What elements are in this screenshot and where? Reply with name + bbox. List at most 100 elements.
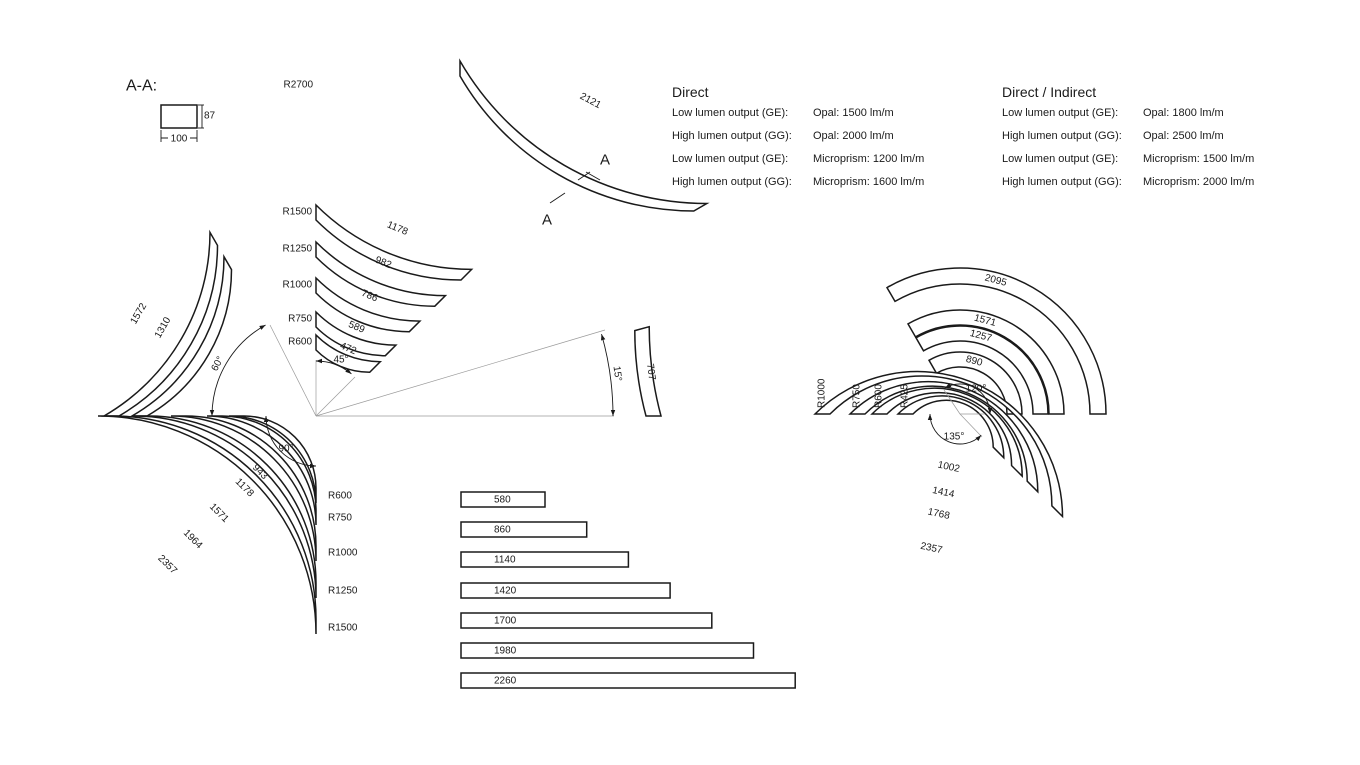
spec-label: High lumen output (GG): — [672, 176, 792, 188]
spec-value: Opal: 2000 lm/m — [813, 130, 894, 142]
straight-segment — [460, 642, 755, 659]
arc-radius-label: R425 — [900, 384, 911, 408]
arc-segment-120 — [927, 351, 1023, 415]
arc-length-label: 1571 — [207, 501, 231, 525]
spec-row: High lumen output (GG): Opal: 2500 lm/m — [1002, 125, 1254, 148]
arc-radius-label: R600 — [288, 337, 312, 348]
arc-segment-90 — [206, 415, 317, 526]
angle-label: 45° — [333, 355, 348, 366]
arc-length-label: 890 — [965, 354, 984, 369]
arc-segment-120 — [885, 267, 1107, 415]
guide-right — [943, 389, 961, 415]
arc-segment-45 — [315, 203, 474, 281]
arc-segment-135 — [848, 381, 1039, 494]
arc-segment-135 — [813, 370, 1064, 519]
angle-label: 15° — [611, 365, 624, 382]
straight-segment — [460, 521, 588, 538]
arc-length-label: 707 — [644, 363, 657, 381]
arc-radius-label: R750 — [852, 384, 863, 408]
straight-segment — [460, 582, 671, 599]
angle-dim-15-arrow — [610, 410, 616, 416]
straight-length-label: 2260 — [494, 676, 517, 687]
section-title: A-A: — [126, 78, 157, 95]
arc-length-label: 1310 — [153, 315, 174, 340]
angle-dim-135 — [929, 413, 982, 445]
arc-length-label: 1178 — [385, 220, 409, 239]
angle-dim-120-arrow — [987, 408, 993, 414]
arc-radius-label: R1000 — [817, 378, 828, 408]
arc-radius-label: R600 — [328, 491, 352, 502]
spec-value: Microprism: 1200 lm/m — [813, 153, 925, 165]
spec-row: Low lumen output (GE): Microprism: 1200 l… — [672, 148, 924, 171]
direct-indirect-title: Direct / Indirect — [1002, 84, 1097, 100]
cut-label: A — [600, 152, 610, 169]
section-height-label: 87 — [204, 111, 216, 122]
spec-value: Microprism: 1600 lm/m — [813, 176, 925, 188]
arc-segment-45 — [315, 276, 422, 333]
spec-label: High lumen output (GG): — [1002, 176, 1122, 188]
direct-indirect-spec-block: Direct / Indirect Low lumen output (GE):… — [1002, 83, 1254, 194]
arc-segment-r2700 — [459, 58, 710, 212]
spec-value: Opal: 1800 lm/m — [1143, 107, 1224, 119]
straight-segment — [460, 672, 796, 689]
spec-label: Low lumen output (GE): — [1002, 153, 1119, 165]
spec-row: Low lumen output (GE): Microprism: 1500 l… — [1002, 148, 1254, 171]
straight-segment — [460, 612, 713, 629]
guide-45deg — [315, 376, 356, 417]
straight-length-label: 1140 — [494, 555, 516, 566]
direct-spec-block: Direct Low lumen output (GE):Opal: 1500 … — [672, 83, 924, 194]
cut-line — [585, 171, 601, 181]
arc-segment-90 — [170, 415, 317, 562]
angle-label: 135° — [944, 432, 965, 443]
arc-segment-135 — [896, 395, 1005, 460]
straight-length-label: 1980 — [494, 646, 517, 657]
angle-dim-135-arrow — [927, 414, 933, 420]
arc-radius-label: R750 — [288, 314, 312, 325]
arc-radius-label: R1250 — [283, 244, 313, 255]
section-profile — [160, 104, 198, 129]
spec-label: Low lumen output (GE): — [672, 107, 789, 119]
arc-radius-label: R600 — [874, 384, 885, 408]
straight-length-label: 860 — [494, 525, 511, 536]
arc-radius-label: R1250 — [328, 586, 358, 597]
straight-length-label: 1700 — [494, 616, 517, 627]
straight-segment — [460, 491, 546, 508]
spec-label: High lumen output (GG): — [1002, 130, 1122, 142]
angle-label: 90° — [278, 444, 293, 455]
angle-dim-15 — [601, 333, 614, 417]
arc-segment-45 — [315, 310, 398, 357]
arc-segment-45 — [315, 333, 383, 374]
arc-radius-label: R1500 — [283, 207, 313, 218]
arc-segment-90 — [97, 415, 317, 635]
arc-radius-label: R750 — [328, 513, 352, 524]
angle-label: 120° — [966, 384, 987, 395]
arc-length-label: 1572 — [129, 301, 150, 326]
spec-row: Low lumen output (GE): Opal: 1800 lm/m — [1002, 102, 1254, 125]
straight-length-label: 580 — [494, 495, 511, 506]
angle-dim-60 — [211, 324, 266, 417]
spec-label: Low lumen output (GE): — [1002, 107, 1119, 119]
arc-segment-120 — [906, 309, 1065, 415]
arc-length-label: 1768 — [927, 507, 951, 522]
straight-segment — [460, 551, 630, 568]
arc-segment-135 — [870, 387, 1023, 479]
guide-right — [959, 413, 983, 438]
arc-radius-label: R2700 — [284, 80, 314, 91]
section-width-label: 100 — [171, 134, 188, 145]
arc-segment-15 — [634, 325, 662, 417]
arc-length-label: 1964 — [181, 528, 205, 552]
angle-dim-90-arrow — [263, 416, 269, 422]
section-width-bg — [168, 132, 190, 144]
angle-dim-120 — [944, 383, 991, 415]
spec-label: Low lumen output (GE): — [672, 153, 789, 165]
cut-line — [549, 192, 566, 204]
spec-value: Microprism: 1500 lm/m — [1143, 153, 1255, 165]
spec-value: Opal: 2500 lm/m — [1143, 130, 1224, 142]
guide-15deg — [315, 329, 606, 417]
spec-value: Microprism: 2000 lm/m — [1143, 176, 1255, 188]
spec-row: Low lumen output (GE):Opal: 1500 lm/m — [672, 102, 924, 125]
angle-dim-45-arrow — [345, 368, 352, 374]
arc-segment-45 — [315, 240, 448, 307]
spec-row: High lumen output (GG): Microprism: 1600 … — [672, 171, 924, 194]
